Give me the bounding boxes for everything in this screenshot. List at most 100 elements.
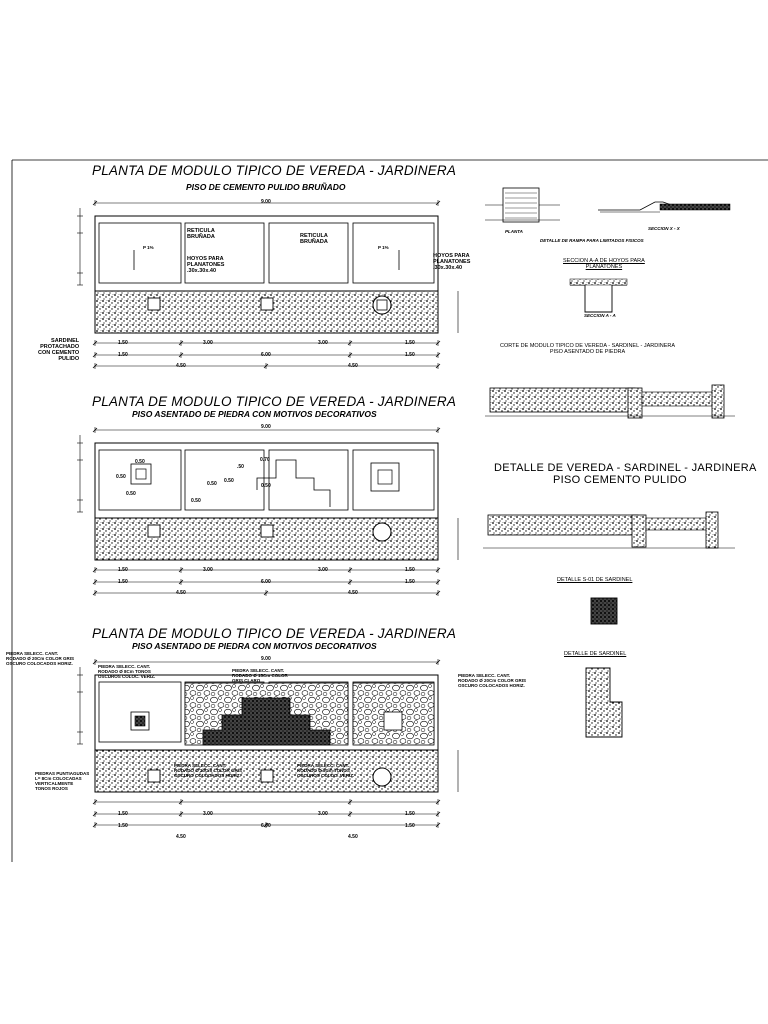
rampa-section-fill: [659, 203, 731, 211]
plan1-dim-row3-slash: [92, 363, 98, 369]
plan1-dim-total-slash: [92, 200, 98, 206]
plan1-hoyo-1: [147, 297, 161, 311]
plan3-dim-row2-slash: [178, 811, 184, 817]
plan2-motif-left: [130, 463, 152, 485]
plan3-dim: 1.50: [118, 811, 128, 817]
plan1-reticula-label: RETICULA BRUÑADA: [187, 228, 215, 240]
plan2-jardinera-1: [98, 449, 182, 511]
plan1-dim: 1.50: [405, 340, 415, 346]
plan2-dim-row2-slash: [435, 579, 441, 585]
plan1-dim-row1-slash: [347, 340, 353, 346]
plan3-jardinera-1: [98, 681, 182, 743]
detalle-sardinel: [631, 514, 647, 548]
plan2-dim: 3.00: [203, 567, 213, 573]
rampa-detail-title: DETALLE DE RAMPA PARA LIMITADOS FISICOS: [540, 238, 644, 243]
plan2-dim-row1-slash: [435, 567, 441, 573]
plan1-dim-total-slash: [435, 200, 441, 206]
plan3-hoyo-3: [372, 767, 392, 787]
plan1-dim-row2-slash: [347, 352, 353, 358]
plan2-dim-row3-slash: [435, 590, 441, 596]
corte-sardinel-2: [711, 384, 725, 419]
plan2-motif-steps: [256, 459, 331, 507]
plan2-dim-row2-slash: [178, 579, 184, 585]
plan1-dim-row2-slash: [435, 352, 441, 358]
plan1-slope-2: P 1%: [378, 245, 389, 250]
plan1-dim: 1.50: [405, 352, 415, 358]
plan3-dim: 4.50: [348, 834, 358, 840]
plan3-dim-row2-slash: [435, 811, 441, 817]
plan3-label: PIEDRA SELECC. CANT. RODADO Ø 8Cm TONOS …: [297, 763, 355, 778]
plan3-dim-row2-slash: [92, 811, 98, 817]
plan1-dim-row3-slash: [435, 363, 441, 369]
plan1-dim: 1.50: [118, 352, 128, 358]
plan3-dim-row1-slash: [435, 799, 441, 805]
detalle-title: DETALLE DE VEREDA - SARDINEL - JARDINERA: [494, 462, 757, 474]
plan3-motif-left-inner: [134, 715, 146, 727]
plan3-dim: 3.00: [318, 811, 328, 817]
plan2-dim: 1.50: [118, 567, 128, 573]
plan2-dim-total-slash: [435, 427, 441, 433]
detalle-slab: [487, 514, 639, 536]
plan2-dim: 6.00: [261, 579, 271, 585]
plan3-subtitle: PISO ASENTADO DE PIEDRA CON MOTIVOS DECO…: [132, 641, 377, 651]
plan3-dim-row2-slash: [347, 811, 353, 817]
plan1-subtitle: PISO DE CEMENTO PULIDO BRUÑADO: [186, 182, 346, 192]
plan3-dim-row1-slash: [92, 799, 98, 805]
plan2-dim-row1-slash: [347, 567, 353, 573]
plan2-dim: 3.00: [318, 567, 328, 573]
plan1-slope-1: P 1%: [143, 245, 154, 250]
plan2-jardinera-3: [268, 449, 349, 511]
plan1-dim: 1.50: [118, 340, 128, 346]
plan1-dim-row3-slash: [263, 363, 269, 369]
plan2-inner-dim: 0.50: [191, 498, 201, 504]
plan2-hoyo-1: [147, 524, 161, 538]
plan3-motif-right: [383, 711, 403, 731]
plan2-dim-row1-slash: [178, 567, 184, 573]
hoyos-section-top: [569, 278, 628, 286]
hoyos-section-outline: [570, 284, 627, 313]
plan1-dim: 6.00: [261, 352, 271, 358]
plan1-dim-row1-slash: [92, 340, 98, 346]
sardinel-title: DETALLE DE SARDINEL: [564, 651, 627, 657]
plan2-total-dim: 9.00: [261, 424, 271, 430]
plan3-label: PIEDRA SELECC. CANT. RODADO Ø 20Cm COLOR…: [174, 763, 243, 778]
planta-label: PLANTA: [505, 229, 523, 234]
plan2-dim: 1.50: [405, 579, 415, 585]
plan2-inner-dim: 0.70: [260, 457, 270, 463]
plan3-label: PIEDRA SELECC. CANT. RODADO Ø 20Cm COLOR…: [6, 651, 75, 666]
plan2-dim-total-slash: [92, 427, 98, 433]
detalle-sardinel-2: [705, 511, 719, 549]
plan1-jardinera-1: [98, 222, 182, 284]
plan2-dim: 4.50: [348, 590, 358, 596]
plan2-dim-row3-slash: [92, 590, 98, 596]
plan3-title: PLANTA DE MODULO TIPICO DE VEREDA - JARD…: [92, 626, 457, 641]
plan2-dim-row3-slash: [263, 590, 269, 596]
s01-title: DETALLE S-01 DE SARDINEL: [557, 577, 633, 583]
detalle-jardinera: [645, 517, 709, 531]
plan2-subtitle: PISO ASENTADO DE PIEDRA CON MOTIVOS DECO…: [132, 409, 377, 419]
plan3-dim-row1-slash: [347, 799, 353, 805]
plan1-hoyos-label-right: HOYOS PARA PLANATONES .30x.30x.40: [433, 253, 471, 271]
plan2-dim-row2-slash: [347, 579, 353, 585]
plan2-jardinera-2: [184, 449, 265, 511]
plan2-dim: 1.50: [405, 567, 415, 573]
plan3-label: PIEDRA SELECC. CANT. RODADO Ø 20Cm COLOR…: [458, 673, 527, 688]
plan2-hoyo-2: [260, 524, 274, 538]
plan2-motif-left-inner: [135, 468, 147, 480]
plan1-hoyos-label: HOYOS PARA PLANATONES .30x.30x.40: [187, 256, 225, 274]
plan2-inner-dim: .50: [237, 464, 244, 470]
detalle-subtitle: PISO CEMENTO PULIDO: [553, 474, 687, 486]
plan1-title: PLANTA DE MODULO TIPICO DE VEREDA - JARD…: [92, 163, 457, 178]
plan1-sardinel-label: SARDINEL PROTACHADO CON CEMENTO PULIDO: [38, 338, 80, 362]
plan3-dim-row3-slash: [263, 822, 269, 828]
plan2-inner-dim: 0.50: [224, 478, 234, 484]
plan1-dim: 3.00: [318, 340, 328, 346]
plan1-dim-row2-slash: [92, 352, 98, 358]
corte-sardinel: [627, 387, 643, 419]
plan3-label: PIEDRAS PUNTIAGUDAS L= 8Cm COLOCADAS VER…: [35, 771, 90, 791]
plan3-label: PIEDRA SELECC. CANT. RODADO Ø 15Cm COLOR…: [232, 668, 288, 683]
plan2-motif-right: [370, 462, 400, 492]
plan3-dim: 4.50: [176, 834, 186, 840]
plan1-dim-row1-slash: [178, 340, 184, 346]
